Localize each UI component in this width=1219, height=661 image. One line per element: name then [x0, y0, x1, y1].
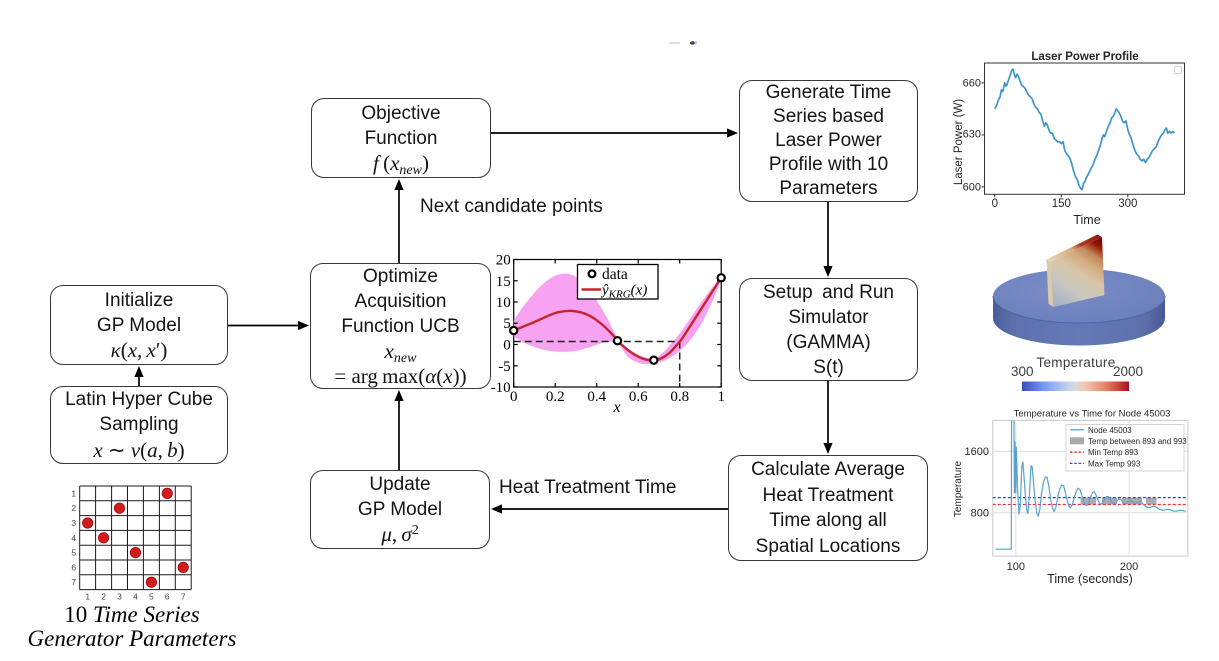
- svg-text:0: 0: [510, 389, 518, 405]
- svg-text:150: 150: [1052, 198, 1071, 210]
- svg-text:800: 800: [971, 508, 989, 520]
- svg-text:3: 3: [71, 518, 76, 528]
- svg-text:1: 1: [85, 592, 90, 602]
- svg-text:Laser Power (W): Laser Power (W): [953, 99, 965, 185]
- svg-text:1: 1: [71, 488, 76, 498]
- svg-text:660: 660: [963, 78, 981, 90]
- svg-text:Time (seconds): Time (seconds): [1047, 572, 1133, 586]
- svg-text:15: 15: [496, 274, 511, 290]
- svg-text:7: 7: [181, 592, 186, 602]
- svg-text:4: 4: [133, 592, 138, 602]
- svg-text:100: 100: [1007, 561, 1025, 573]
- svg-text:0.4: 0.4: [587, 389, 606, 405]
- svg-text:Laser Power Profile: Laser Power Profile: [1031, 51, 1138, 63]
- svg-text:Min Temp 893: Min Temp 893: [1088, 448, 1139, 457]
- svg-text:1600: 1600: [965, 446, 989, 458]
- svg-text:200: 200: [1120, 561, 1138, 573]
- svg-text:0: 0: [992, 198, 998, 210]
- svg-text:0.6: 0.6: [629, 389, 648, 405]
- svg-text:-10: -10: [491, 380, 511, 396]
- svg-text:6: 6: [71, 562, 76, 572]
- svg-text:Temperature: Temperature: [953, 460, 964, 517]
- svg-text:300: 300: [1118, 198, 1137, 210]
- svg-text:Time: Time: [1073, 213, 1100, 227]
- svg-text:600: 600: [963, 182, 981, 194]
- svg-text:0: 0: [503, 338, 511, 354]
- svg-text:20: 20: [496, 253, 511, 269]
- svg-text:300: 300: [1011, 364, 1034, 379]
- svg-text:-5: -5: [498, 359, 511, 375]
- svg-text:3: 3: [117, 592, 122, 602]
- svg-text:7: 7: [71, 577, 76, 587]
- svg-text:Node 45003: Node 45003: [1088, 426, 1132, 435]
- svg-text:630: 630: [963, 129, 981, 141]
- svg-text:Temperature: Temperature: [1036, 355, 1115, 370]
- svg-text:5: 5: [149, 592, 154, 602]
- svg-text:Temperature vs Time for Node 4: Temperature vs Time for Node 45003: [1014, 409, 1171, 420]
- svg-text:10: 10: [496, 295, 511, 311]
- svg-text:Max Temp 993: Max Temp 993: [1088, 459, 1141, 468]
- svg-text:2000: 2000: [1113, 364, 1143, 379]
- svg-text:data: data: [602, 266, 628, 283]
- svg-text:4: 4: [71, 533, 76, 543]
- svg-text:0.8: 0.8: [670, 389, 689, 405]
- svg-text:2: 2: [71, 503, 76, 513]
- svg-text:2: 2: [101, 592, 106, 602]
- svg-text:1: 1: [717, 389, 725, 405]
- svg-text:5: 5: [503, 316, 511, 332]
- svg-text:Temp between 893 and 993: Temp between 893 and 993: [1088, 437, 1187, 446]
- svg-text:6: 6: [165, 592, 170, 602]
- svg-text:5: 5: [71, 548, 76, 558]
- svg-text:0.2: 0.2: [546, 389, 565, 405]
- svg-text:x: x: [612, 399, 620, 416]
